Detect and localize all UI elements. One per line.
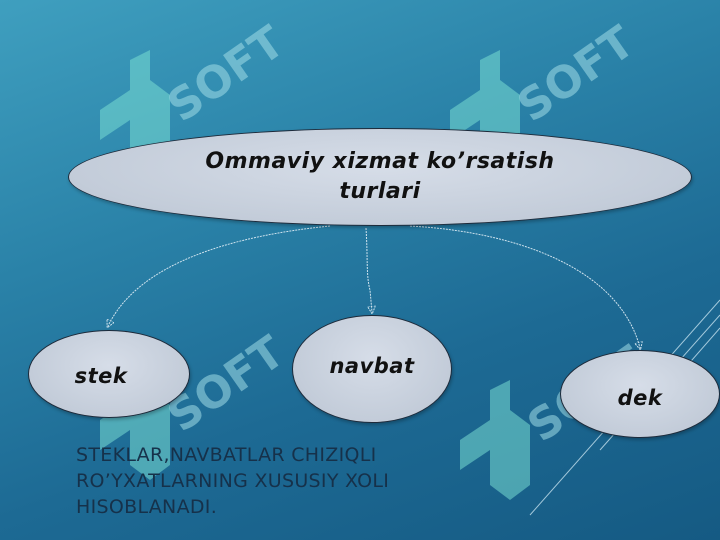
- root-node: Ommaviy xizmat ko’rsatish turlari: [68, 128, 692, 226]
- connector-navbat: [365, 227, 372, 312]
- caption-text: STEKLAR,NAVBATLAR CHIZIQLI RO’YXATLARNIN…: [76, 444, 390, 518]
- root-node-label: Ommaviy xizmat ko’rsatish turlari: [205, 149, 555, 204]
- connector-stek: [108, 225, 331, 326]
- node-navbat-label: navbat: [329, 354, 415, 378]
- node-navbat: navbat: [292, 315, 452, 423]
- node-stek-label: stek: [74, 364, 128, 388]
- node-stek: stek: [28, 330, 190, 418]
- node-dek: dek: [560, 350, 720, 438]
- node-dek-label: dek: [617, 386, 663, 410]
- connector-dek: [409, 225, 640, 348]
